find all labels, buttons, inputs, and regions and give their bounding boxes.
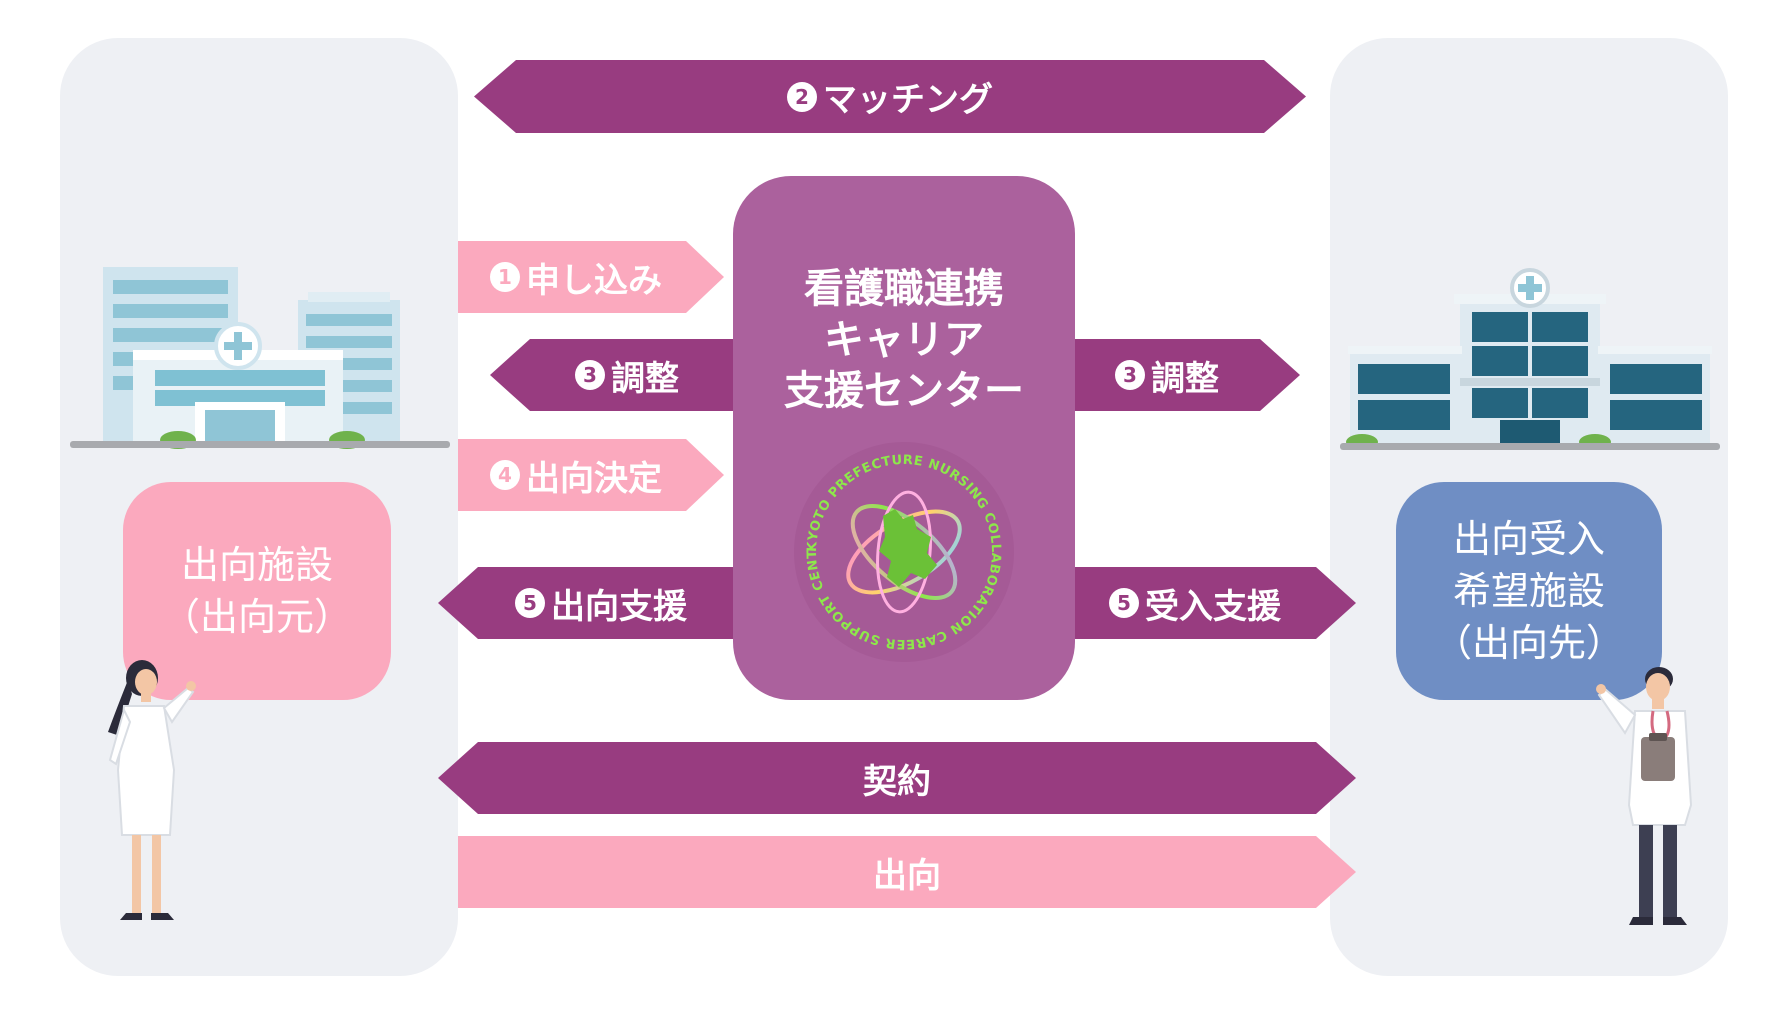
destination-facility-name-2: 希望施設 <box>1452 569 1605 613</box>
center-logo-icon: KYOTO PREFECTURE NURSING COLLABORATION C… <box>791 441 1014 662</box>
step-number-badge: 5 <box>515 588 545 618</box>
contract-label: 契約 <box>863 761 931 802</box>
support-left-arrow: 5 出向支援 <box>438 567 734 639</box>
destination-facility-name: 出向受入 <box>1452 517 1605 561</box>
adjust-right-arrow: 3 調整 <box>1074 339 1300 411</box>
adjust-left-label: 調整 <box>611 358 679 399</box>
destination-facility-sub: （出向先） <box>1433 621 1624 665</box>
source-facility-sub: （出向元） <box>161 595 352 639</box>
support-center-title: 看護職連携 キャリア 支援センター <box>733 264 1075 417</box>
left-hospital-building-icon <box>70 267 450 449</box>
secondment-arrow: 出向 <box>458 836 1356 908</box>
decision-arrow: 4 出向決定 <box>458 439 724 511</box>
secondment-label: 出向 <box>873 855 941 896</box>
step-number-badge: 3 <box>1115 360 1145 390</box>
adjust-right-label: 調整 <box>1151 358 1219 399</box>
support-right-arrow: 5 受入支援 <box>1074 567 1356 639</box>
support-center-box: 看護職連携 キャリア 支援センター KYOTO PREFECTURE NURSI… <box>733 176 1075 700</box>
source-facility-name: 出向施設 <box>180 543 333 587</box>
support-left-label: 出向支援 <box>551 586 687 627</box>
center-title-line: 看護職連携 <box>804 266 1004 312</box>
matching-label: マッチング <box>823 80 993 120</box>
decision-label: 出向決定 <box>526 458 662 499</box>
step-number-badge: 1 <box>490 262 520 292</box>
contract-arrow: 契約 <box>438 742 1356 814</box>
source-facility-box: 出向施設 （出向元） <box>123 482 391 700</box>
female-nurse-icon <box>108 660 196 920</box>
apply-arrow: 1 申し込み <box>458 241 724 313</box>
step-number-badge: 4 <box>490 460 520 490</box>
right-hospital-building-icon <box>1340 268 1720 450</box>
adjust-left-arrow: 3 調整 <box>490 339 734 411</box>
step-number-badge: 5 <box>1109 588 1139 618</box>
center-title-line: キャリア <box>824 317 984 363</box>
male-doctor-icon <box>1596 667 1693 925</box>
matching-arrow: 2 マッチング <box>474 60 1306 133</box>
support-right-label: 受入支援 <box>1145 586 1281 627</box>
destination-facility-box: 出向受入 希望施設 （出向先） <box>1396 482 1662 700</box>
apply-label: 申し込み <box>526 260 662 301</box>
step-number-badge: 2 <box>787 82 817 112</box>
center-title-line: 支援センター <box>784 368 1024 414</box>
step-number-badge: 3 <box>575 360 605 390</box>
